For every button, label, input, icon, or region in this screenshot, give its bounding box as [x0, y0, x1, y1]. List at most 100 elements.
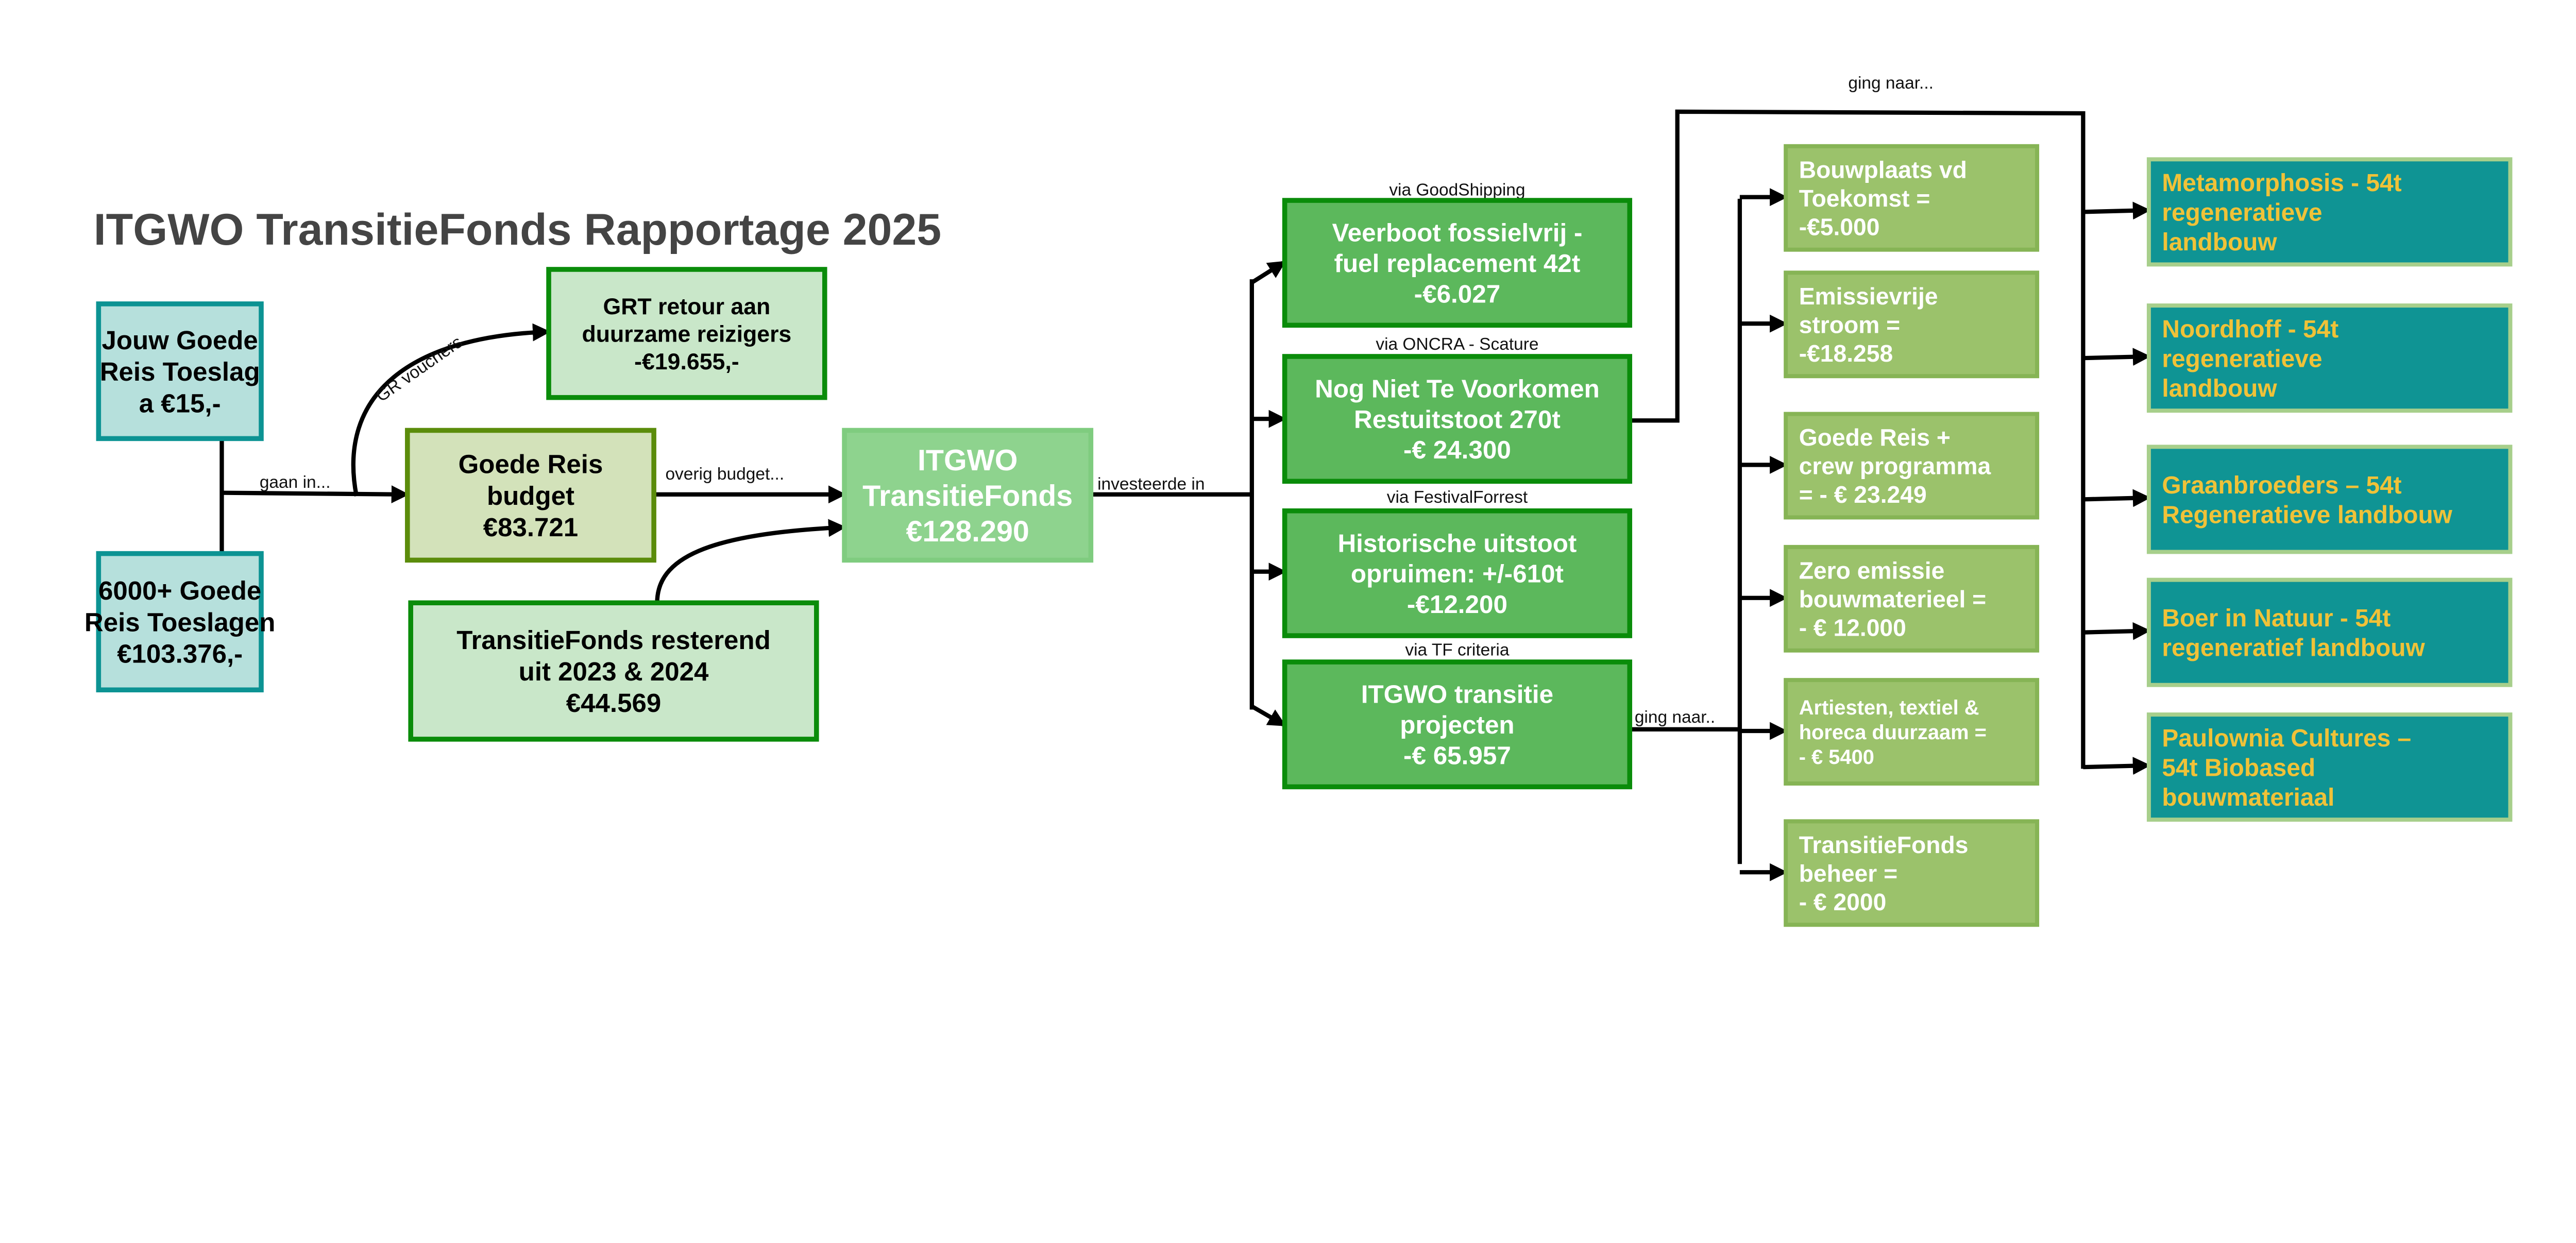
project-historische-uitstoot-line-3: -€12.200: [1407, 590, 1507, 619]
grt-retour-line-3: -€19.655,-: [634, 349, 739, 374]
goede-reis-budget-box: [405, 428, 656, 563]
sub-project-zero-emissie-box: [1784, 544, 2040, 653]
arrow-to-graanbroeders: [2083, 489, 2151, 507]
destination-paulownia-box: [2146, 712, 2513, 822]
project-nog-niet-te-voorkomen-line-2: Restuitstoot 270t: [1354, 405, 1561, 434]
jouw-goede-reis-toeslag-line-2: Reis Toeslag: [100, 357, 260, 386]
sub-project-zero-emissie-line-2: bouwmaterieel =: [1799, 586, 1986, 612]
project-itgwo-transitie-projecten-line-3: -€ 65.957: [1403, 741, 1511, 770]
destination-metamorphosis-line-3: landbouw: [2162, 229, 2277, 256]
project-nog-niet-te-voorkomen-line-3: -€ 24.300: [1403, 436, 1511, 464]
sub-project-bouwplaats-box: [1784, 144, 2040, 252]
sub-project-goede-reis-crew-line-2: crew programma: [1799, 453, 1991, 480]
label-via-tf-criteria: via TF criteria: [1405, 640, 1509, 659]
destination-graanbroeders-box: [2146, 445, 2513, 554]
page-title: ITGWO TransitieFonds Rapportage 2025: [94, 205, 941, 254]
project-veerboot-box: [1282, 198, 1633, 328]
transitiefonds-resterend-line-2: uit 2023 & 2024: [519, 657, 709, 686]
destination-noordhoff-line-3: landbouw: [2162, 375, 2277, 402]
arrow-to-boer-in-natuur: [2083, 622, 2151, 640]
sub-project-zero-emissie-line-1: Zero emissie: [1799, 557, 1945, 584]
goede-reis-budget-line-2: budget: [487, 481, 574, 510]
project-itgwo-transitie-projecten-box: [1282, 659, 1633, 790]
project-historische-uitstoot-line-1: Historische uitstoot: [1337, 529, 1577, 557]
label-gaan-in: gaan in...: [260, 473, 331, 492]
sub-project-transitiefonds-beheer-box: [1784, 819, 2040, 927]
sub-project-artiesten-line-2: horeca duurzaam =: [1799, 721, 1987, 744]
sub-project-artiesten-box: [1784, 678, 2040, 786]
label-via-festivalforrest: via FestivalForrest: [1387, 488, 1528, 507]
arrow-to-veerboot: [1250, 261, 1286, 284]
destination-noordhoff-line-2: regeneratieve: [2162, 345, 2322, 372]
project-historische-uitstoot: Historische uitstoot opruimen: +/-610t-€1…: [1282, 508, 1633, 638]
goede-reis-toeslagen-total-line-3: €103.376,-: [117, 639, 243, 669]
project-itgwo-transitie-projecten-line-2: projecten: [1400, 711, 1514, 739]
label-ging-naar-bottom: ging naar..: [1635, 708, 1715, 727]
label-via-goodshipping: via GoodShipping: [1389, 180, 1525, 199]
itgwo-transitiefonds-line-1: ITGWO: [918, 444, 1018, 477]
sub-project-zero-emissie-line-3: - € 12.000: [1799, 614, 1906, 641]
destination-metamorphosis-box: [2146, 157, 2513, 267]
jouw-goede-reis-toeslag-box: [96, 301, 264, 441]
project-veerboot: Veerboot fossielvrij -fuel replacement 4…: [1282, 198, 1633, 328]
sub-project-artiesten-line-1: Artiesten, textiel &: [1799, 696, 1979, 719]
arrow-to-budget: [222, 485, 410, 503]
connectors: [219, 109, 2151, 881]
project-itgwo-transitie-projecten-line-1: ITGWO transitie: [1361, 680, 1553, 709]
project-veerboot-line-3: -€6.027: [1414, 280, 1501, 308]
itgwo-transitiefonds-line-3: €128.290: [906, 515, 1029, 548]
goede-reis-toeslagen-total-box: [96, 551, 264, 693]
goede-reis-toeslagen-total-line-1: 6000+ Goede: [98, 576, 261, 605]
sub-project-transitiefonds-beheer-line-3: - € 2000: [1799, 889, 1887, 915]
destination-paulownia-line-3: bouwmateriaal: [2162, 784, 2334, 811]
sub-project-bouwplaats-line-2: Toekomst =: [1799, 185, 1930, 212]
label-overig-budget: overig budget...: [665, 465, 784, 484]
connector-fonds-out: [1091, 279, 1254, 710]
grt-retour-line-1: GRT retour aan: [603, 294, 770, 319]
project-nog-niet-te-voorkomen-line-1: Nog Niet Te Voorkomen: [1315, 375, 1600, 403]
sub-project-bouwplaats-line-3: -€5.000: [1799, 213, 1880, 240]
project-historische-uitstoot-box: [1282, 508, 1633, 638]
grt-retour-line-2: duurzame reizigers: [582, 321, 792, 347]
jouw-goede-reis-toeslag-line-1: Jouw Goede: [102, 326, 258, 355]
arrow-to-itgwo-projecten: [1250, 704, 1286, 726]
grt-retour-box: [546, 267, 827, 400]
arrow-to-paulownia: [2083, 757, 2151, 775]
destination-metamorphosis-line-2: regeneratieve: [2162, 199, 2322, 227]
project-historische-uitstoot-line-2: opruimen: +/-610t: [1351, 560, 1564, 588]
sub-project-emissievrije-stroom-box: [1784, 270, 2040, 379]
transitiefonds-resterend-line-1: TransitieFonds resterend: [456, 625, 771, 655]
destination-noordhoff-line-1: Noordhoff - 54t: [2162, 316, 2338, 343]
sub-project-emissievrije-stroom-line-2: stroom =: [1799, 311, 1900, 338]
sub-project-goede-reis-crew-line-3: = - € 23.249: [1799, 481, 1927, 508]
project-veerboot-line-1: Veerboot fossielvrij -: [1332, 219, 1582, 247]
transitiefonds-resterend-box: [408, 600, 819, 742]
sub-project-goede-reis-crew-line-1: Goede Reis +: [1799, 424, 1951, 451]
sub-project-goede-reis-crew-box: [1784, 412, 2040, 520]
label-ging-naar-top: ging naar...: [1848, 74, 1934, 93]
sub-project-transitiefonds-beheer-line-2: beheer =: [1799, 860, 1897, 887]
sub-project-artiesten-line-3: - € 5400: [1799, 746, 1874, 769]
goede-reis-toeslagen-total-line-2: Reis Toeslagen: [84, 607, 275, 637]
itgwo-transitiefonds-line-2: TransitieFonds: [862, 480, 1073, 513]
label-gr-vouchers: GR vouchers: [372, 332, 466, 405]
itgwo-transitiefonds-box: [842, 428, 1094, 563]
sub-project-bouwplaats-line-1: Bouwplaats vd: [1799, 156, 1967, 183]
destination-boer-in-natuur-line-2: regeneratief landbouw: [2162, 635, 2425, 662]
